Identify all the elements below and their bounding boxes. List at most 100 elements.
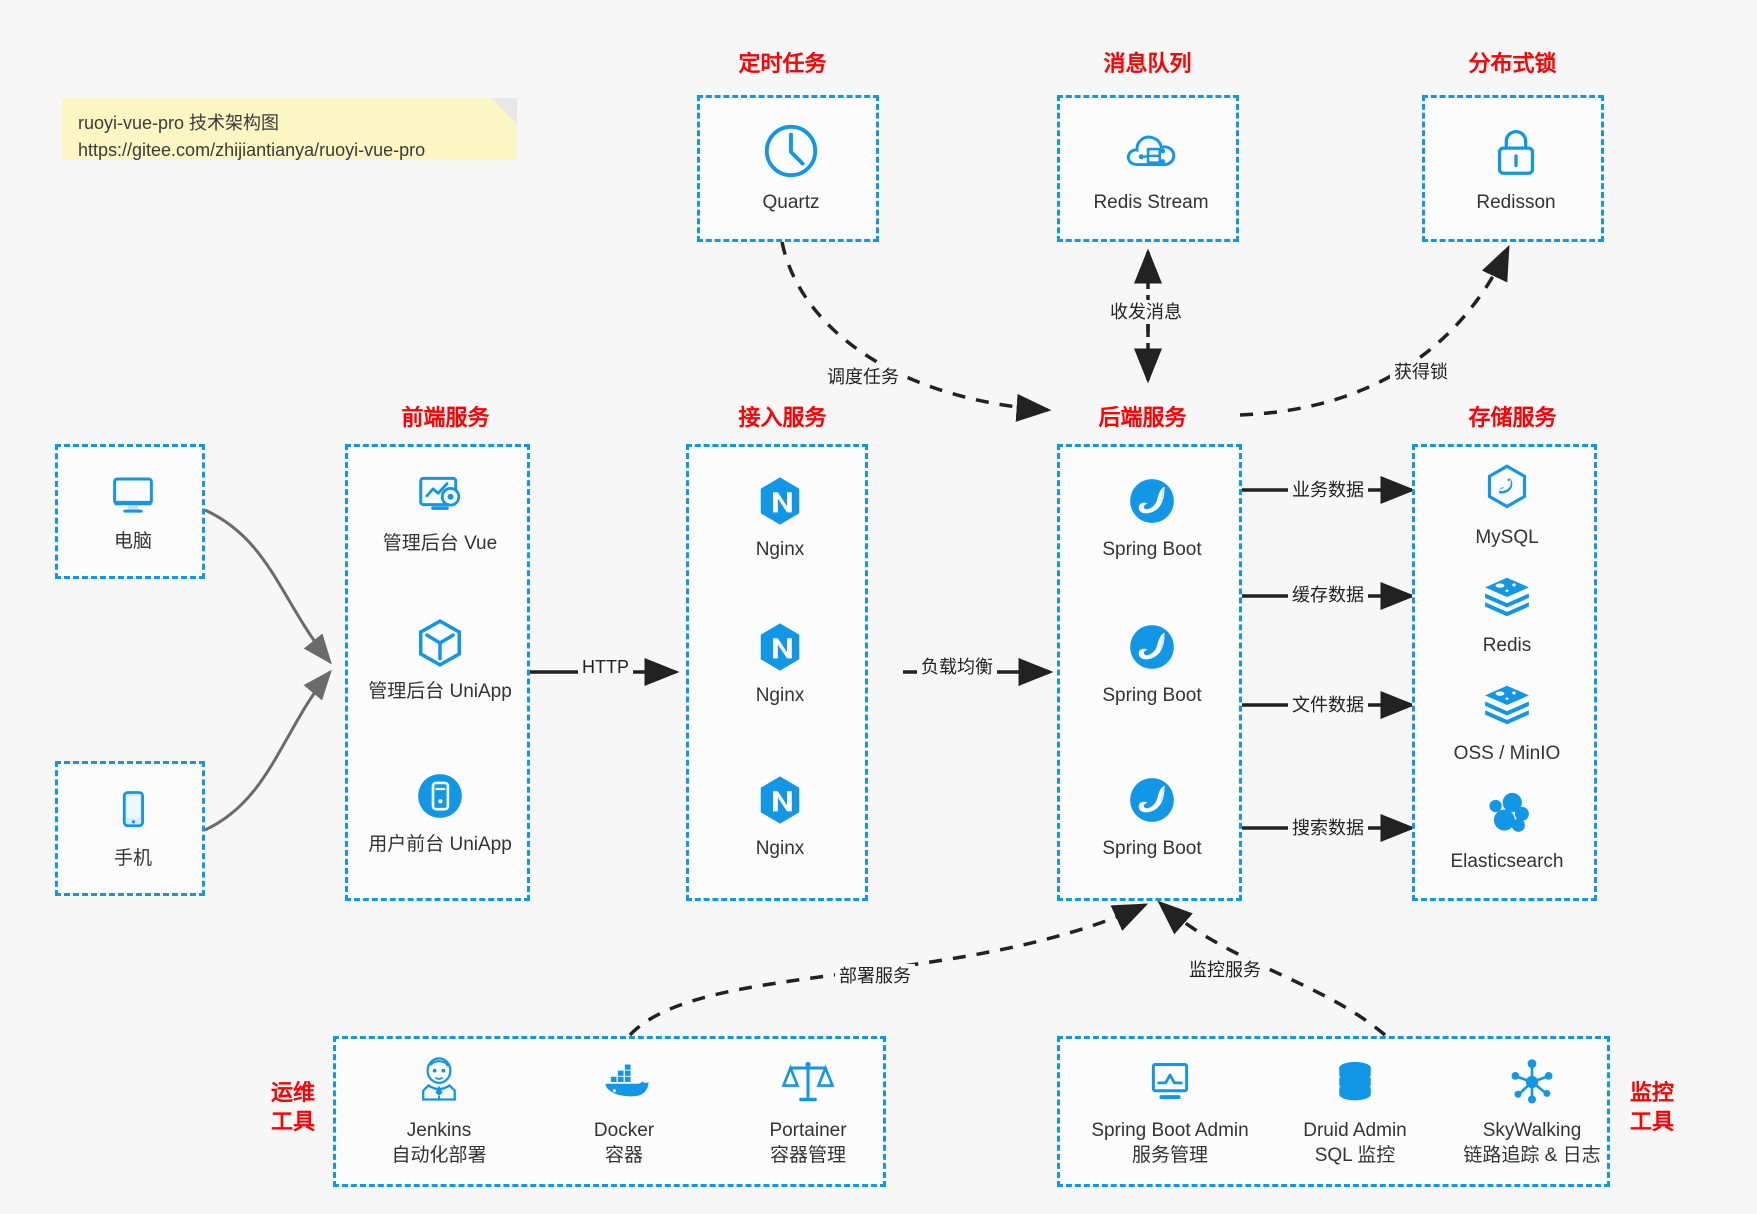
group-header-storage: 存储服务 [1468,405,1557,430]
group-header-backend: 后端服务 [1098,405,1187,430]
cloud-network-icon [1126,135,1176,167]
smartphone-icon [122,791,145,828]
spring-boot-icon [1130,778,1174,822]
group-box-devops: Jenkins 自动化部署 Docker 容器 [333,1036,886,1187]
node-label: Nginx [755,838,805,859]
edge-label-search-data: 搜索数据 [1288,816,1368,840]
spring-boot-icon [1130,625,1174,669]
node-label: Redis Stream [1093,192,1209,213]
group-header-monitor: 监控 工具 [1617,1078,1687,1136]
edge-label-http: HTTP [578,655,633,679]
nginx-icon [760,477,800,525]
edge-label-send-receive-message: 收发消息 [1106,300,1186,324]
node-spring-boot-admin[interactable]: Spring Boot Admin 服务管理 [1070,1054,1270,1169]
portainer-scales-icon [781,1061,835,1102]
group-header-distributed-lock: 分布式锁 [1468,51,1557,76]
node-phone[interactable]: 手机 [58,782,208,871]
node-label: 手机 [113,848,152,869]
redis-icon [1485,577,1529,617]
group-header-message-queue: 消息队列 [1103,51,1192,76]
node-springboot-3[interactable]: Spring Boot [1077,772,1227,861]
node-label: Portainer [769,1120,847,1141]
node-redis-stream[interactable]: Redis Stream [1076,120,1226,215]
group-header-scheduled-task: 定时任务 [738,51,827,76]
note-fold-corner [491,98,517,124]
edge-backend-to-redisson [1239,244,1510,417]
edge-label-cache-data: 缓存数据 [1288,583,1368,607]
monitor-header-line2: 工具 [1629,1109,1674,1134]
node-elasticsearch[interactable]: Elasticsearch [1432,785,1582,874]
node-label: Docker [593,1120,655,1141]
node-skywalking[interactable]: SkyWalking 链路追踪 & 日志 [1432,1054,1632,1169]
group-box-phone: 手机 [55,761,205,896]
monitor-header-line1: 监控 [1629,1080,1674,1105]
group-box-distributed-lock: Redisson [1422,95,1604,242]
devops-header-line2: 工具 [270,1109,315,1134]
node-label: 管理后台 UniApp [368,681,512,702]
lock-icon [1497,129,1535,175]
note-card: ruoyi-vue-pro 技术架构图 https://gitee.com/zh… [62,98,517,160]
node-label: Nginx [755,539,805,560]
uniapp-cube-icon [419,619,461,667]
minio-icon [1485,685,1529,725]
group-header-gateway: 接入服务 [738,405,827,430]
node-sublabel: 容器 [604,1145,643,1166]
node-oss-minio[interactable]: OSS / MinIO [1432,677,1582,766]
group-box-message-queue: Redis Stream [1057,95,1239,242]
edge-computer-to-frontend [204,508,332,665]
node-mysql[interactable]: MySQL [1432,461,1582,550]
edge-phone-to-frontend [204,669,332,832]
jenkins-icon [422,1057,456,1101]
group-box-storage: MySQL Redis OSS / MinIO [1412,444,1597,901]
edge-quartz-to-backend [780,241,1052,422]
group-box-computer: 电脑 [55,444,205,579]
node-nginx-2[interactable]: Nginx [705,619,855,708]
spring-boot-icon [1130,479,1174,523]
dashboard-gear-icon [419,476,461,510]
group-box-backend: Spring Boot Spring Boot Spring Boot [1057,444,1242,901]
monitor-icon [113,477,153,513]
elasticsearch-icon [1489,792,1529,832]
node-label: Elasticsearch [1450,851,1564,872]
edge-label-monitor-service: 监控服务 [1185,958,1265,982]
node-label: Spring Boot [1102,539,1202,560]
node-label: Jenkins [406,1120,472,1141]
node-user-uniapp[interactable]: 用户前台 UniApp [365,768,515,857]
edge-label-load-balance: 负载均衡 [917,655,997,679]
monitor-chart-icon [1151,1063,1189,1099]
edge-label-schedule-task: 调度任务 [823,365,903,389]
node-druid-admin[interactable]: Druid Admin SQL 监控 [1265,1054,1445,1169]
group-header-frontend: 前端服务 [401,405,490,430]
group-box-gateway: Nginx Nginx Nginx [686,444,868,901]
group-header-devops: 运维 工具 [258,1078,328,1136]
docker-icon [605,1064,649,1097]
group-box-frontend: 管理后台 Vue 管理后台 UniApp 用户前台 UniApp [345,444,530,901]
node-label: MySQL [1475,527,1539,548]
node-computer[interactable]: 电脑 [58,465,208,554]
node-quartz[interactable]: Quartz [716,120,866,215]
node-jenkins[interactable]: Jenkins 自动化部署 [364,1054,514,1169]
nginx-icon [760,776,800,824]
edge-label-deploy-service: 部署服务 [835,964,915,988]
node-admin-vue[interactable]: 管理后台 Vue [365,467,515,556]
note-url: https://gitee.com/zhijiantianya/ruoyi-vu… [78,140,426,160]
node-label: Spring Boot [1102,838,1202,859]
network-hub-icon [1511,1059,1553,1104]
node-nginx-3[interactable]: Nginx [705,772,855,861]
node-springboot-1[interactable]: Spring Boot [1077,473,1227,562]
group-box-scheduled-task: Quartz [697,95,879,242]
node-label: Spring Boot Admin [1091,1120,1249,1141]
node-label: Spring Boot [1102,685,1202,706]
node-nginx-1[interactable]: Nginx [705,473,855,562]
node-redisson[interactable]: Redisson [1441,120,1591,215]
node-docker[interactable]: Docker 容器 [549,1054,699,1169]
node-sublabel: SQL 监控 [1314,1145,1396,1166]
node-admin-uniapp[interactable]: 管理后台 UniApp [365,615,515,704]
node-springboot-2[interactable]: Spring Boot [1077,619,1227,708]
node-redis[interactable]: Redis [1432,569,1582,658]
group-box-monitor: Spring Boot Admin 服务管理 Druid Admin SQL 监… [1057,1036,1610,1187]
database-icon [1339,1061,1371,1101]
node-portainer[interactable]: Portainer 容器管理 [733,1054,883,1169]
node-sublabel: 链路追踪 & 日志 [1463,1145,1601,1166]
